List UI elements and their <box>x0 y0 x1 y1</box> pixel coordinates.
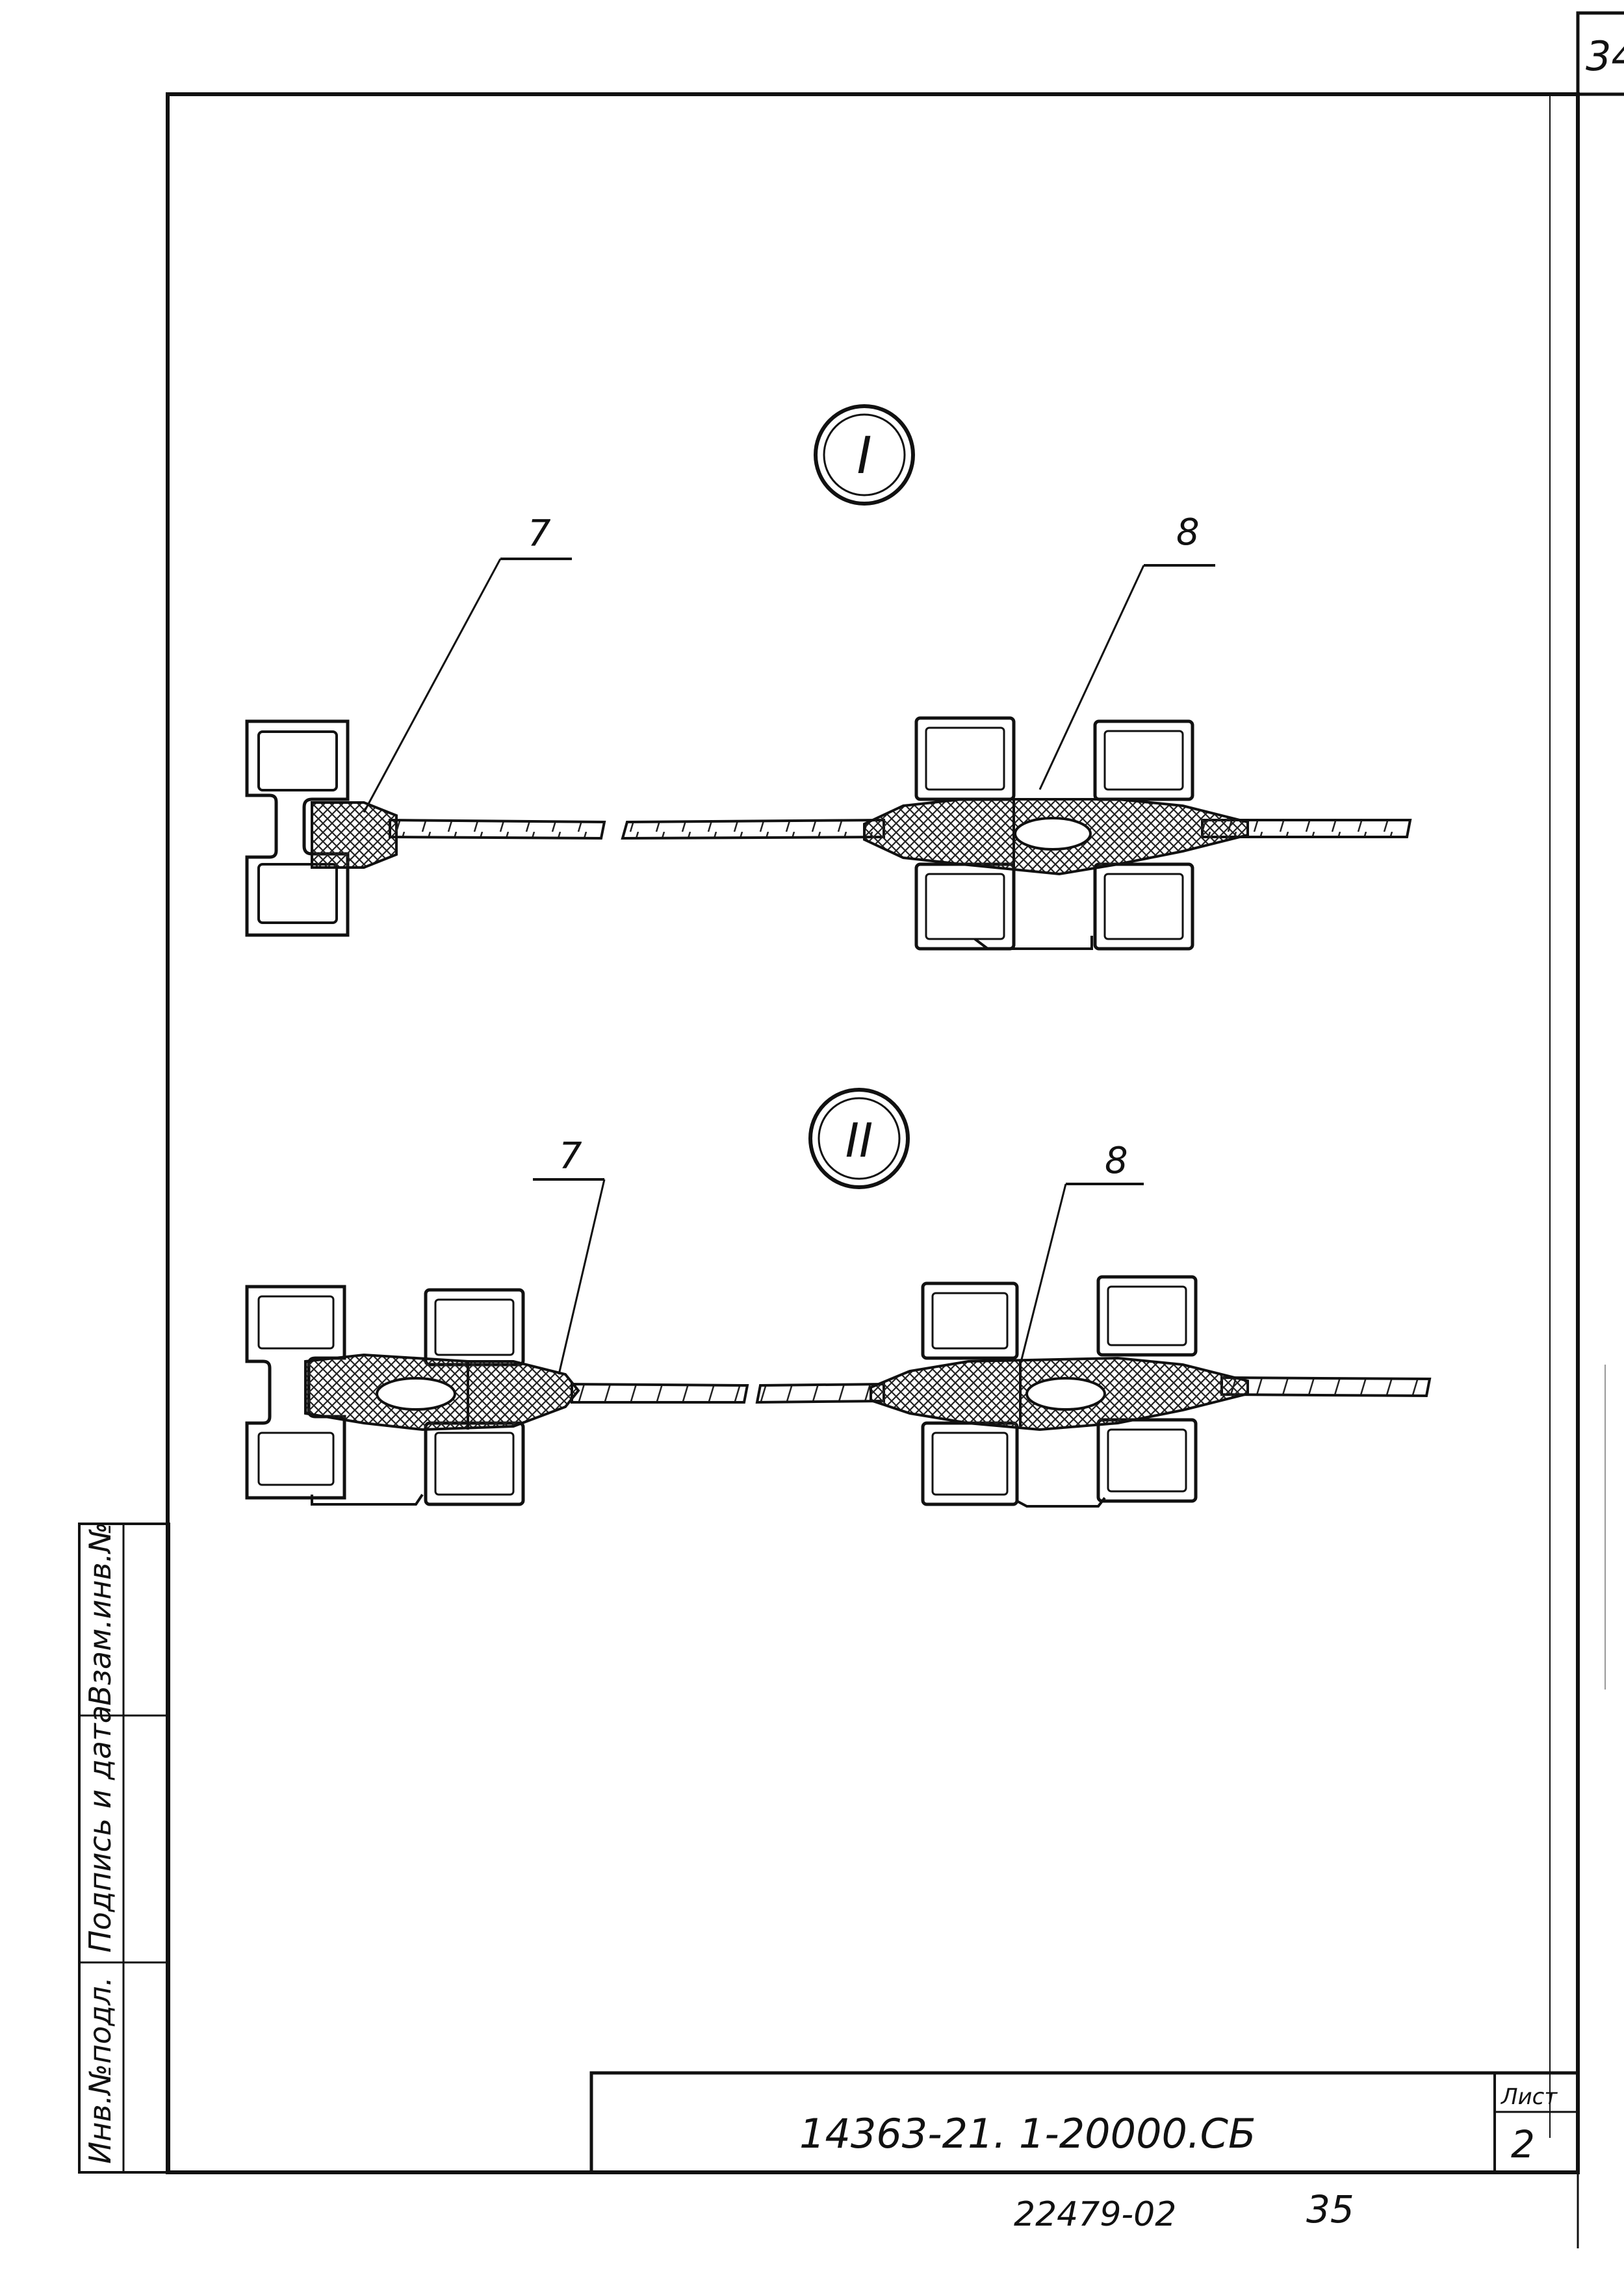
view-marker-i: I <box>814 404 915 506</box>
mullion-profile <box>863 716 1249 951</box>
callout-7-view-i: 7 <box>363 513 572 813</box>
callout-label: 8 <box>1105 1140 1128 1182</box>
view-i: I <box>245 404 1412 951</box>
view-label-ii: II <box>845 1113 873 1168</box>
mullion-profile <box>870 1275 1249 1508</box>
stamp-cell-replacement: Взам.инв.№ <box>83 1522 118 1706</box>
callout-label: 8 <box>1176 511 1200 554</box>
title-block: Лист 2 14363-21. 1-20000.СБ 22479-02 35 <box>589 2071 1580 2234</box>
page-number: 35 <box>1306 2187 1354 2231</box>
glass-pane <box>389 818 1412 840</box>
sheet-label: Лист <box>1500 2084 1558 2110</box>
callout-label: 7 <box>528 513 551 555</box>
callout-8-view-i: 8 <box>1038 511 1215 790</box>
callout-label: 7 <box>559 1135 582 1177</box>
view-label-i: I <box>857 427 871 485</box>
frame-profile <box>245 719 398 937</box>
stamp-cell-inventory: Инв.№подл. <box>83 1977 118 2164</box>
view-marker-ii: II <box>808 1088 910 1189</box>
callout-8-view-ii: 8 <box>1019 1140 1144 1365</box>
stamp-cell-signature: Подпись и дата <box>83 1705 118 1953</box>
callout-7-view-ii: 7 <box>533 1135 606 1375</box>
frame-profile-left <box>245 1285 580 1506</box>
corner-page-number: 34 <box>1586 32 1624 80</box>
archive-number: 22479-02 <box>1014 2195 1176 2234</box>
sheet-number: 2 <box>1511 2122 1535 2166</box>
drawing-code: 14363-21. 1-20000.СБ <box>799 2110 1256 2157</box>
sheet-frame: 34 <box>166 11 1624 2248</box>
glass-pane <box>571 1376 1432 1404</box>
side-stamp: Инв.№подл. Подпись и дата Взам.инв.№ <box>78 1522 170 2174</box>
view-ii: II <box>245 1088 1432 1508</box>
